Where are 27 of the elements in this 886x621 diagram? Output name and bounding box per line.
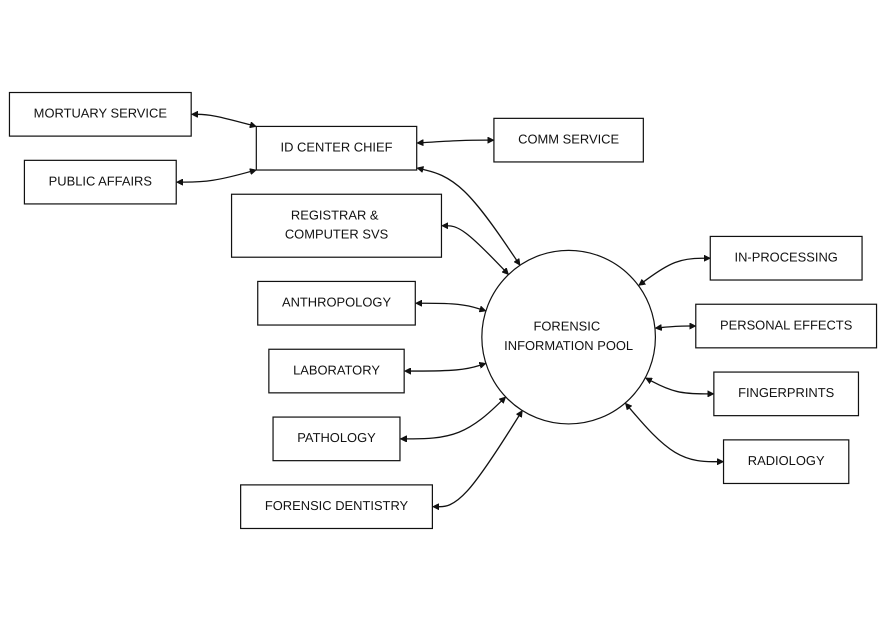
node-box: PUBLIC AFFAIRS xyxy=(24,160,177,205)
node-box: FINGERPRINTS xyxy=(713,371,860,416)
arrow xyxy=(441,222,509,275)
node-box: PATHOLOGY xyxy=(272,416,401,462)
node-box: RADIOLOGY xyxy=(722,439,850,484)
node-circle: FORENSIC INFORMATION POOL xyxy=(481,250,656,425)
arrow xyxy=(645,378,714,398)
node-box: COMM SERVICE xyxy=(493,118,644,163)
arrow xyxy=(654,322,696,332)
arrow xyxy=(416,136,494,146)
arrow xyxy=(415,300,486,312)
node-box: LABORATORY xyxy=(268,348,405,394)
node-box: PERSONAL EFFECTS xyxy=(695,304,878,348)
arrow xyxy=(400,396,506,442)
arrow xyxy=(176,168,257,186)
arrow xyxy=(432,410,523,510)
node-box: MORTUARY SERVICE xyxy=(8,92,192,137)
arrow xyxy=(625,402,724,466)
node-box: REGISTRAR & COMPUTER SVS xyxy=(230,194,442,258)
node-box: IN-PROCESSING xyxy=(710,236,863,281)
node-box: FORENSIC DENTISTRY xyxy=(240,484,433,530)
node-box: ANTHROPOLOGY xyxy=(257,280,416,326)
arrow xyxy=(638,254,711,286)
node-box: ID CENTER CHIEF xyxy=(256,126,418,171)
arrow xyxy=(191,110,257,128)
arrow xyxy=(404,362,486,375)
arrow xyxy=(416,166,520,266)
